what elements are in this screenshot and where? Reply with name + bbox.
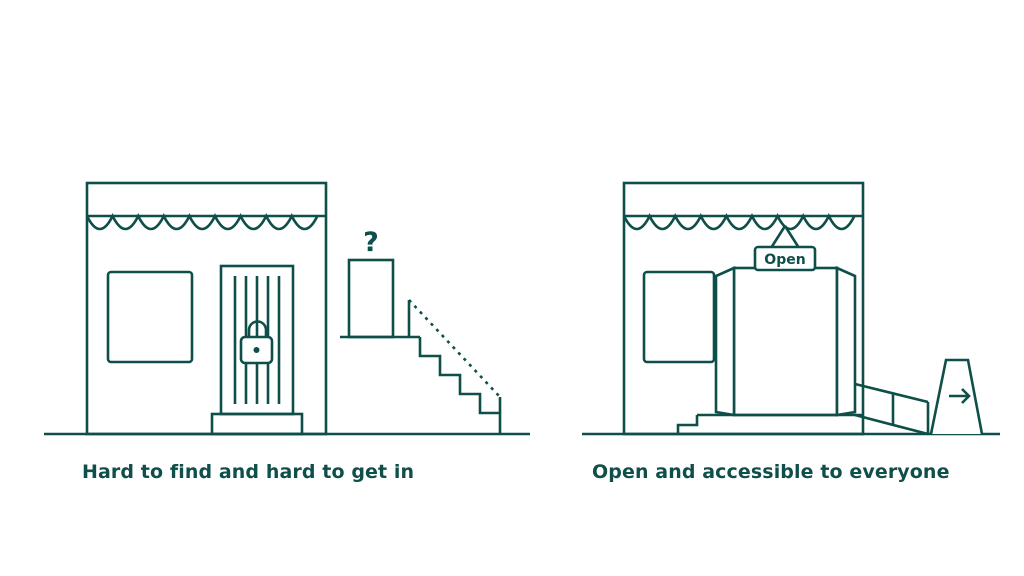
question-mark-icon: ? (363, 227, 379, 258)
shop-window-left (106, 270, 194, 364)
sign-string (769, 225, 787, 249)
ramp-surface (854, 413, 929, 436)
awning-scallops-right (622, 213, 856, 231)
entry-steps (676, 415, 699, 434)
shop-building-left (85, 181, 328, 436)
open-door-leaf-left (714, 265, 736, 417)
caption-inaccessible: Hard to find and hard to get in (82, 461, 415, 483)
open-sign-label: Open (764, 252, 805, 268)
stair-handrail-dotted (408, 299, 501, 398)
open-door-leaf-right (835, 265, 857, 417)
accessible-shop: Open (582, 181, 1000, 436)
inaccessible-shop: ? (44, 181, 530, 436)
steep-staircase (418, 337, 502, 434)
open-doorway (732, 266, 839, 417)
shop-building-right (622, 181, 865, 436)
shop-window-right (642, 270, 716, 364)
padlock-icon (239, 320, 274, 365)
door-step-left (210, 412, 304, 436)
open-sign (753, 245, 817, 272)
awning-scallops-left (85, 213, 319, 231)
ramp-railing (854, 382, 930, 434)
caption-accessible: Open and accessible to everyone (592, 461, 950, 483)
hidden-side-door (347, 258, 395, 339)
arrow-right-icon (949, 388, 971, 404)
sign-string (783, 225, 801, 249)
